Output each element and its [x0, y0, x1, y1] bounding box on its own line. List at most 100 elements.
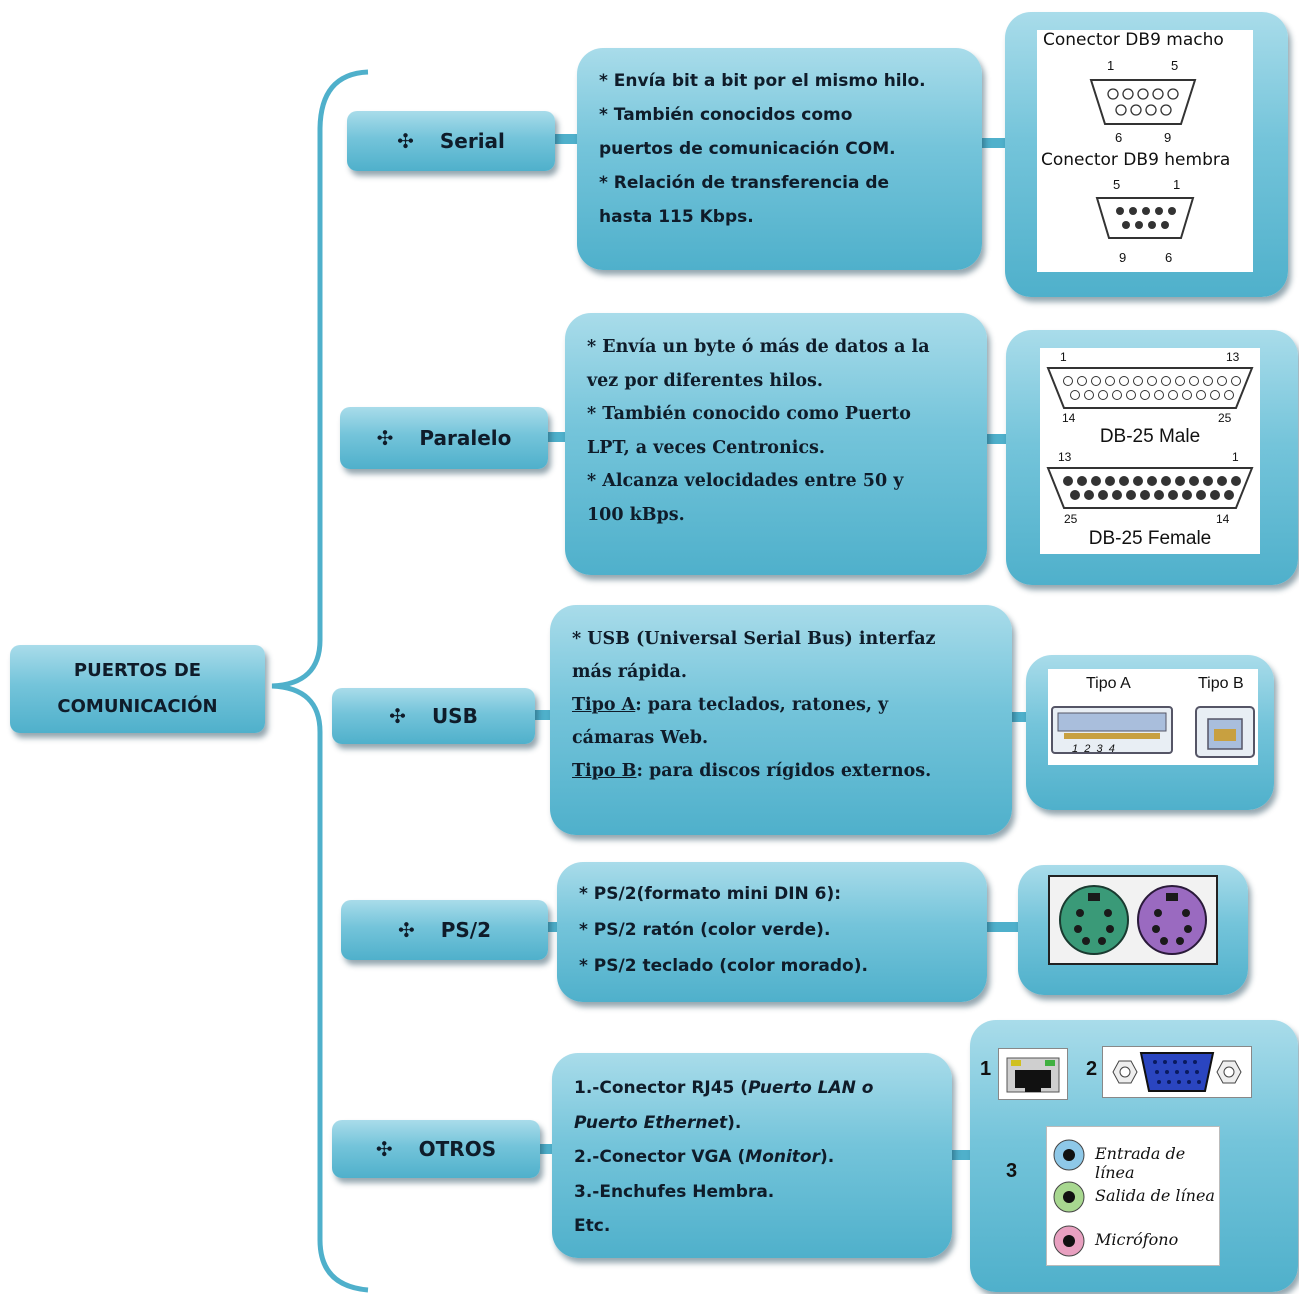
db25-male-connector-icon [1046, 367, 1254, 409]
db25-pin-label: 1 [1060, 350, 1067, 364]
otros-l3c: ). [820, 1147, 835, 1167]
usb-tipo-b-image-label: Tipo B [1198, 675, 1244, 692]
usb-image: Tipo A Tipo B 1 2 3 4 [1048, 669, 1258, 765]
db25-pin [1210, 390, 1220, 400]
otros-number-2: 2 [1086, 1058, 1098, 1080]
db25-pin [1112, 490, 1122, 500]
otros-l1b: Puerto LAN o [748, 1078, 874, 1098]
db25-pin [1203, 476, 1213, 486]
ps2-description: * PS/2(formato mini DIN 6): * PS/2 ratón… [557, 862, 987, 1002]
serial-line: puertos de comunicación COM. [599, 139, 896, 159]
db25-pin [1189, 376, 1199, 386]
usb-image-box: Tipo A Tipo B 1 2 3 4 [1026, 655, 1274, 810]
db25-pin [1189, 476, 1199, 486]
db9-pin-label: 1 [1173, 177, 1181, 192]
rj45-image [998, 1048, 1068, 1100]
diamond-icon: ✣ [397, 129, 414, 153]
db25-pin [1161, 476, 1171, 486]
category-serial: ✣ Serial [347, 111, 555, 171]
serial-line: * Envía bit a bit por el mismo hilo. [599, 71, 926, 91]
db25-pin [1154, 390, 1164, 400]
connector-serial [552, 134, 582, 144]
usb-a-port-icon [1051, 706, 1173, 754]
otros-line: 2.-Conector VGA (Monitor). [574, 1140, 930, 1175]
db25-pin [1105, 476, 1115, 486]
db25-pin [1126, 490, 1136, 500]
paralelo-line: LPT, a veces Centronics. [587, 437, 825, 458]
root-line-1: PUERTOS DE [73, 660, 202, 681]
db25-pin [1084, 390, 1094, 400]
db25-pin [1182, 390, 1192, 400]
otros-line: 3.-Enchufes Hembra. [574, 1181, 775, 1202]
paralelo-line: * También conocido como Puerto [587, 404, 911, 424]
db9-male-connector-icon [1089, 79, 1197, 125]
db25-female-connector-icon [1046, 467, 1254, 509]
connector-otros-img [950, 1150, 975, 1160]
otros-line: Etc. [574, 1216, 611, 1236]
db25-pin [1231, 376, 1241, 386]
root-line-2: COMUNICACIÓN [57, 696, 218, 717]
paralelo-line: vez por diferentes hilos. [587, 370, 823, 391]
otros-l3a: 2.-Conector VGA ( [574, 1147, 746, 1167]
db25-pin [1224, 390, 1234, 400]
db25-pin [1084, 490, 1094, 500]
connector-ps2-img [985, 922, 1020, 932]
rj45-port-icon [1006, 1057, 1060, 1093]
usb-line: más rápida. [572, 662, 687, 682]
connector-otros [537, 1144, 557, 1154]
db9-image: Conector DB9 macho 1 5 6 9 Conector DB9 … [1037, 30, 1253, 272]
category-paralelo-label: Paralelo [419, 426, 512, 450]
audio-jacks-image: Entrada de línea Salida de línea Micrófo… [1046, 1126, 1220, 1266]
otros-l1a: 1.-Conector RJ45 ( [574, 1078, 749, 1098]
usb-line: cámaras Web. [572, 728, 709, 748]
db25-pin [1098, 390, 1108, 400]
db25-male-label: DB-25 Male [1099, 426, 1201, 447]
usb-a-pin-labels: 1 2 3 4 [1072, 743, 1115, 755]
db25-pin-label: 25 [1218, 411, 1232, 425]
db25-pin [1077, 476, 1087, 486]
otros-image-box: 1 2 3 Entrada de línea [970, 1020, 1298, 1292]
db9-male-title: Conector DB9 macho [1043, 30, 1224, 50]
connector-usb [532, 710, 554, 720]
db25-pin [1098, 490, 1108, 500]
otros-l2a: Puerto Ethernet [574, 1112, 728, 1133]
usb-tipo-a-image-label: Tipo A [1086, 675, 1131, 692]
connector-usb-img [1008, 712, 1030, 722]
db25-pin [1231, 476, 1241, 486]
db9-pin-label: 6 [1115, 130, 1123, 145]
serial-description: * Envía bit a bit por el mismo hilo. * T… [577, 48, 982, 270]
diamond-icon: ✣ [389, 704, 406, 728]
db9-female-title: Conector DB9 hembra [1041, 150, 1231, 170]
db25-pin [1217, 376, 1227, 386]
usb-line: * USB (Universal Serial Bus) interfaz [572, 629, 936, 649]
db25-pin [1133, 376, 1143, 386]
serial-line: * Relación de transferencia de [599, 173, 890, 193]
db25-pin [1168, 390, 1178, 400]
usb-b-port-icon [1195, 706, 1255, 758]
ps2-line: * PS/2 ratón (color verde). [579, 920, 831, 940]
diamond-icon: ✣ [397, 918, 415, 942]
db25-pin-label: 25 [1064, 512, 1078, 526]
db9-pin-label: 1 [1107, 58, 1115, 73]
db25-pin-label: 14 [1062, 411, 1076, 425]
paralelo-line: 100 kBps. [587, 504, 685, 525]
usb-tipo-b-text: : para discos rígidos externos. [636, 761, 932, 781]
serial-image-box: Conector DB9 macho 1 5 6 9 Conector DB9 … [1005, 12, 1288, 297]
db25-pin [1070, 490, 1080, 500]
db25-pin [1126, 390, 1136, 400]
db25-pin [1175, 476, 1185, 486]
db25-pin [1119, 476, 1129, 486]
ps2-image-box [1018, 865, 1248, 995]
audio-mic-label: Micrófono [1095, 1230, 1179, 1249]
ps2-line: * PS/2 teclado (color morado). [579, 956, 868, 976]
ps2-line: * PS/2(formato mini DIN 6): [579, 884, 842, 904]
ps2-ports-icon [1059, 885, 1207, 955]
category-usb-label: USB [431, 704, 478, 728]
db25-pin [1140, 390, 1150, 400]
connector-paralelo-img [985, 434, 1010, 444]
db25-pin [1154, 490, 1164, 500]
usb-line: Tipo B: para discos rígidos externos. [572, 755, 990, 788]
otros-number-3: 3 [1006, 1160, 1018, 1182]
db25-pin [1196, 490, 1206, 500]
